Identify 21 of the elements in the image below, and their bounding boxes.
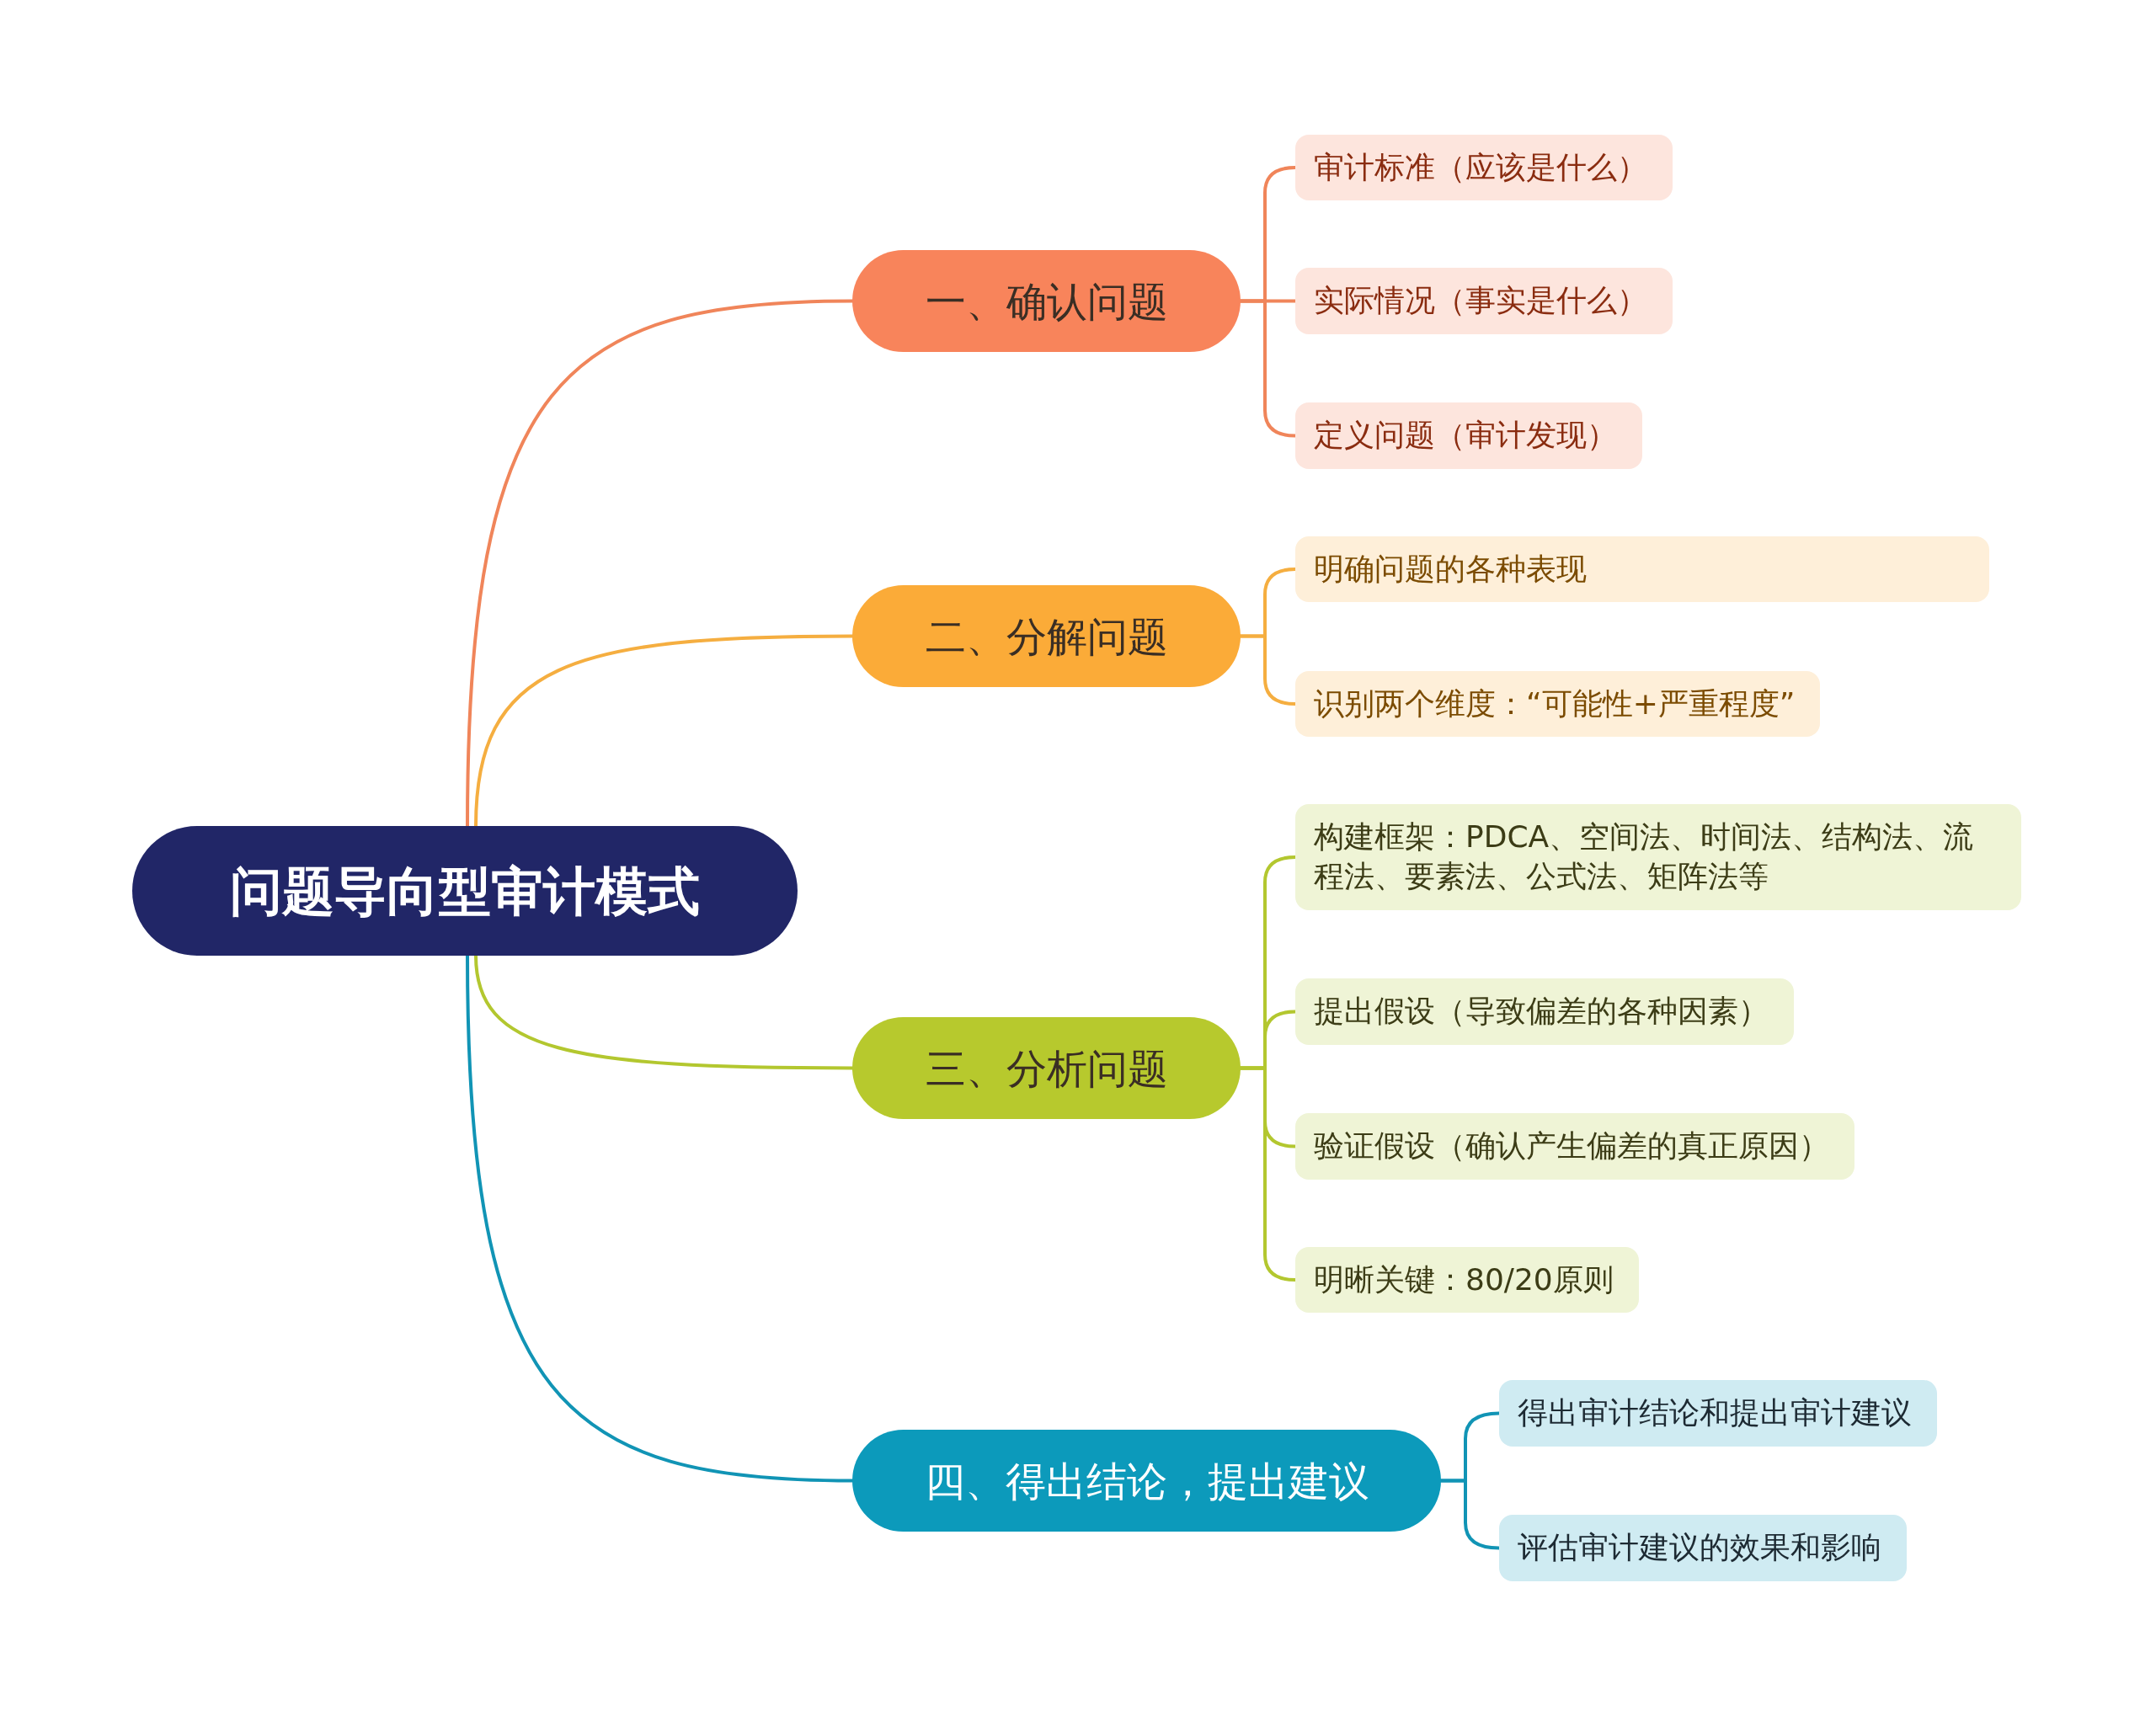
subtopic-box: 审计标准（应该是什么）	[1295, 135, 1673, 200]
connector-curve	[466, 299, 854, 828]
subtopic-box: 评估审计建议的效果和影响	[1499, 1515, 1907, 1581]
branch-topic-pill: 三、分析问题	[852, 1017, 1241, 1119]
subtopic-box: 构建框架：PDCA、空间法、时间法、结构法、流程法、要素法、公式法、矩阵法等	[1295, 804, 2021, 910]
subtopic-box: 定义问题（审计发现）	[1295, 402, 1642, 469]
subtopic-box: 明确问题的各种表现	[1295, 536, 1989, 602]
connector-curve	[474, 634, 854, 828]
subtopic-box: 识别两个维度：“可能性+严重程度”	[1295, 671, 1821, 737]
connector-curve	[466, 954, 854, 1483]
connector-curve	[474, 954, 854, 1070]
subtopic-box: 得出审计结论和提出审计建议	[1499, 1380, 1937, 1447]
central-topic-pill: 问题导向型审计模式	[132, 826, 798, 956]
subtopic-box: 实际情况（事实是什么）	[1295, 268, 1673, 334]
subtopic-box: 提出假设（导致偏差的各种因素）	[1295, 978, 1794, 1045]
branch-topic-pill: 二、分解问题	[852, 585, 1241, 687]
connector-curve	[1439, 1479, 1501, 1550]
subtopic-box: 明晰关键：80/20原则	[1295, 1247, 1639, 1313]
subtopic-box: 验证假设（确认产生偏差的真正原因）	[1295, 1113, 1854, 1180]
branch-topic-pill: 四、得出结论，提出建议	[852, 1430, 1441, 1532]
branch-topic-pill: 一、确认问题	[852, 250, 1241, 352]
